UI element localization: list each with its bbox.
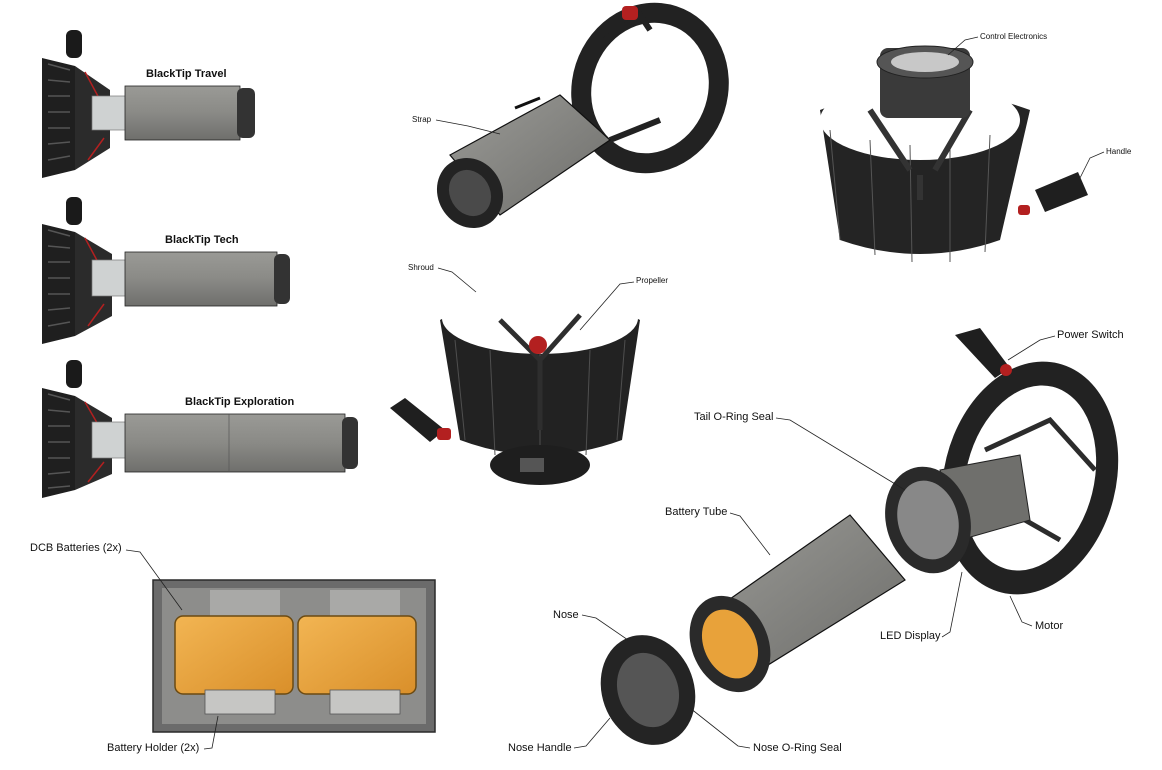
scooter-shroud-view: [390, 282, 640, 485]
leader-nose: [581, 614, 629, 641]
label-battery-tube: Battery Tube: [665, 506, 728, 518]
leader-power-switch: [1007, 335, 1056, 361]
scooter-strap-view: [436, 2, 729, 229]
label-control-electronics: Control Electronics: [980, 32, 1048, 41]
label-tail-oring-seal: Tail O-Ring Seal: [694, 411, 774, 423]
leader-battery-holder: [203, 715, 219, 750]
label-motor: Motor: [1035, 620, 1064, 632]
label-strap: Strap: [412, 115, 432, 124]
label-battery-holder: Battery Holder (2x): [107, 742, 200, 754]
label-dcb-batteries: DCB Batteries (2x): [30, 542, 122, 554]
leader-shroud: [437, 267, 477, 293]
variant-exploration-drawing: [42, 360, 358, 498]
variant-title-travel: BlackTip Travel: [146, 68, 227, 80]
leader-propeller: [579, 281, 635, 331]
variant-title-tech: BlackTip Tech: [165, 234, 239, 246]
leader-nose-handle: [573, 717, 611, 749]
label-handle: Handle: [1106, 147, 1132, 156]
leader-motor: [1009, 595, 1033, 627]
leader-handle: [1079, 151, 1105, 179]
label-led-display: LED Display: [880, 630, 941, 642]
label-nose-oring-seal: Nose O-Ring Seal: [753, 742, 842, 754]
label-propeller: Propeller: [636, 276, 669, 285]
scooter-rear-view: [820, 45, 1088, 263]
leader-strap: [435, 119, 501, 135]
leader-tail-oring-seal: [775, 417, 906, 491]
leader-dcb-batteries: [125, 549, 183, 611]
variant-title-exploration: BlackTip Exploration: [185, 396, 295, 408]
variant-tech-drawing: [42, 197, 290, 344]
label-nose: Nose: [553, 609, 579, 621]
leader-battery-tube: [729, 512, 771, 556]
leader-led-display: [941, 571, 963, 638]
exploded-view: [600, 328, 1119, 745]
battery-holder-drawing: [152, 579, 436, 733]
label-power-switch: Power Switch: [1057, 329, 1124, 341]
leader-nose-oring-seal: [689, 707, 751, 749]
label-shroud: Shroud: [408, 263, 434, 272]
variant-travel-drawing: [42, 30, 255, 178]
leader-control-electronics: [947, 36, 979, 56]
label-nose-handle: Nose Handle: [508, 742, 572, 754]
